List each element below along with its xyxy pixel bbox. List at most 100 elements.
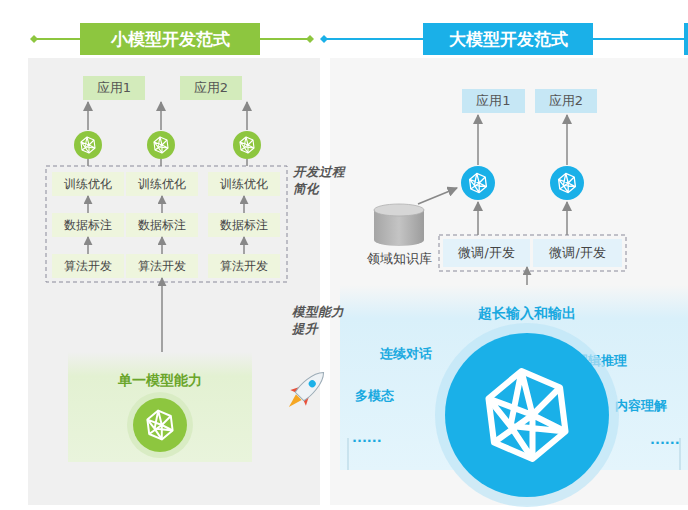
node-text: 微调/开发 xyxy=(443,239,530,267)
left-panel xyxy=(28,58,320,505)
leader-arrow xyxy=(246,102,248,130)
capability-panel: 超长输入和输出连续对话 逻辑推理多模态内容理解............ xyxy=(340,285,688,470)
right-panel xyxy=(330,58,688,505)
node-text: 训练优化 xyxy=(52,172,124,196)
node-text: 大模型开发范式 xyxy=(423,23,593,55)
circle-glow xyxy=(435,323,619,507)
node-text: 数据标注 xyxy=(208,213,280,237)
model-circle xyxy=(74,131,102,159)
node-text: 应用1 xyxy=(83,76,145,100)
section-banner: 大模型开发范式 xyxy=(423,23,593,55)
process-box: 算法开发 xyxy=(126,254,198,278)
network-icon xyxy=(81,137,95,153)
model-circle xyxy=(133,398,187,452)
node-text: ...... xyxy=(650,432,680,447)
leader-arrow xyxy=(160,102,162,130)
node-text: 训练优化 xyxy=(208,172,280,196)
finetune-box: 微调/开发 xyxy=(533,239,622,267)
app-box: 应用2 xyxy=(535,89,597,113)
leader-arrow xyxy=(87,102,89,130)
network-icon xyxy=(154,137,168,153)
node-text: 算法开发 xyxy=(126,254,198,278)
knowledge-base: 领域知识库 xyxy=(352,200,446,270)
app-box: 应用1 xyxy=(462,89,525,113)
node-text: 微调/开发 xyxy=(533,239,622,267)
database-cylinder xyxy=(374,210,424,246)
node-text: 内容理解 xyxy=(615,397,667,415)
node-text: 数据标注 xyxy=(126,213,198,237)
header-diamond xyxy=(320,35,328,43)
flow-arrow xyxy=(161,196,163,213)
process-box: 算法开发 xyxy=(208,254,280,278)
flow-arrow xyxy=(87,196,89,213)
section-banner: 小模型开发范式 xyxy=(80,23,260,55)
flow-arrow xyxy=(243,237,245,254)
dashed-group xyxy=(46,166,287,282)
model-circle xyxy=(461,166,495,200)
leader-arrow xyxy=(477,202,479,235)
header-diamond xyxy=(306,35,314,43)
network-icon xyxy=(470,173,487,192)
leader-line xyxy=(160,159,162,166)
model-circle xyxy=(550,166,584,200)
app-box: 应用2 xyxy=(180,76,242,100)
header-rule xyxy=(34,38,80,40)
network-icon xyxy=(240,137,254,153)
platform-edge xyxy=(347,438,349,470)
node-text: 连续对话 xyxy=(380,345,432,363)
banner-edge xyxy=(684,23,688,55)
process-box: 训练优化 xyxy=(52,172,124,196)
model-circle xyxy=(445,333,609,497)
finetune-box: 微调/开发 xyxy=(443,239,530,267)
node-text: 小模型开发范式 xyxy=(80,23,260,55)
note-label: 开发过程 简化 xyxy=(293,163,349,197)
leader-arrow xyxy=(566,202,568,235)
flow-arrow xyxy=(161,278,163,352)
note-label: 模型能力 提升 xyxy=(292,303,348,337)
process-box: 数据标注 xyxy=(52,213,124,237)
process-box: 算法开发 xyxy=(52,254,124,278)
model-circle xyxy=(233,131,261,159)
database-top xyxy=(374,204,424,216)
leader-line xyxy=(246,159,248,166)
node-text: 逻辑推理 xyxy=(575,352,627,370)
node-text: 算法开发 xyxy=(208,254,280,278)
node-text: 超长输入和输出 xyxy=(478,305,576,323)
network-icon xyxy=(489,371,566,459)
model-circle xyxy=(147,131,175,159)
node-text: 数据标注 xyxy=(52,213,124,237)
header-rule xyxy=(260,38,310,40)
flow-arrow xyxy=(243,196,245,213)
header-rule xyxy=(593,38,684,40)
circle-glow xyxy=(127,392,193,458)
node-text: 多模态 xyxy=(355,387,394,405)
process-box: 数据标注 xyxy=(208,213,280,237)
app-box: 应用1 xyxy=(83,76,145,100)
flow-arrow xyxy=(161,237,163,254)
header-rule xyxy=(324,38,423,40)
node-text: 应用2 xyxy=(535,89,597,113)
node-text: 算法开发 xyxy=(52,254,124,278)
node-text: 应用2 xyxy=(180,76,242,100)
flow-arrow xyxy=(526,267,528,285)
node-text: ...... xyxy=(352,430,382,445)
leader-arrow xyxy=(477,115,479,165)
network-icon xyxy=(559,173,576,192)
flow-arrow xyxy=(87,237,89,254)
node-text: 训练优化 xyxy=(126,172,198,196)
process-box: 训练优化 xyxy=(126,172,198,196)
process-box: 数据标注 xyxy=(126,213,198,237)
process-box: 训练优化 xyxy=(208,172,280,196)
leader-arrow xyxy=(566,115,568,165)
leader-line xyxy=(87,159,89,166)
header-diamond xyxy=(30,35,38,43)
network-icon xyxy=(147,411,172,440)
node-text: 单一模型能力 xyxy=(68,372,252,390)
platform-edge xyxy=(679,438,681,470)
node-text: 领域知识库 xyxy=(352,250,446,268)
rocket-icon xyxy=(281,365,331,415)
node-text: 应用1 xyxy=(462,89,525,113)
leader-arrow xyxy=(418,188,457,204)
dashed-group xyxy=(439,235,626,271)
